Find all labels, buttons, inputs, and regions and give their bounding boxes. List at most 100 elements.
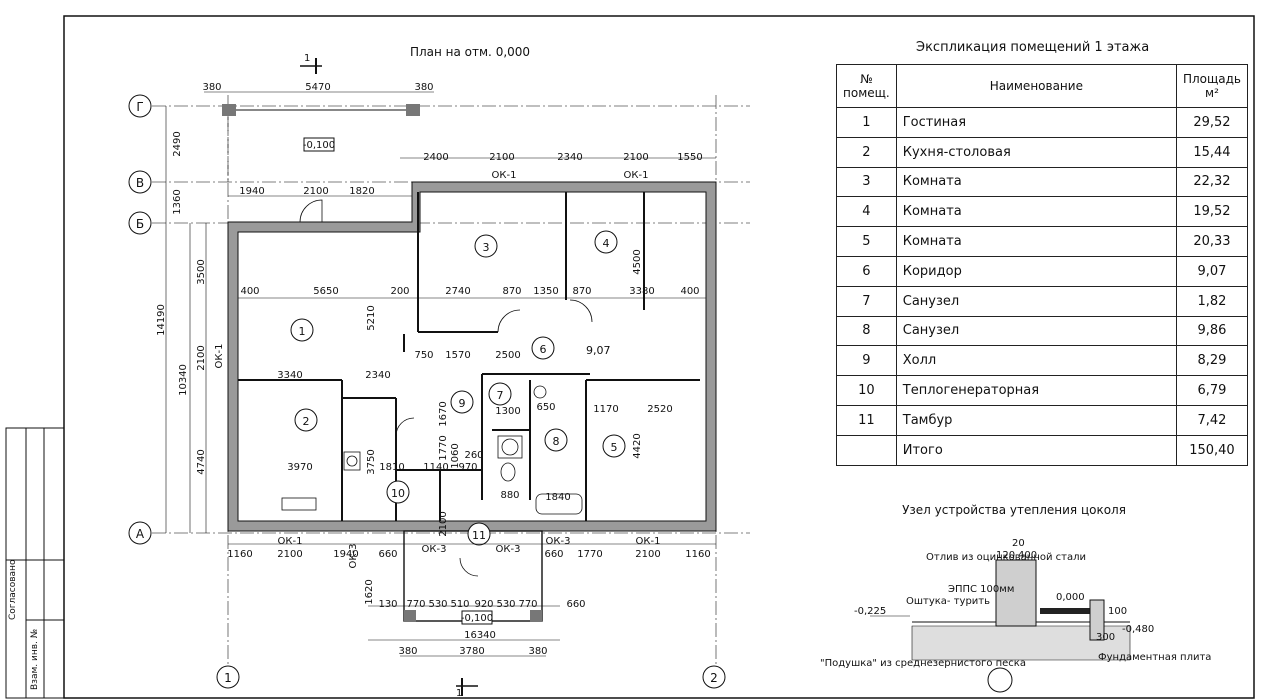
room-name-cell: Комната <box>895 166 1177 198</box>
fixtures <box>281 385 583 515</box>
dimension-inner: 1300 <box>495 406 520 417</box>
room-num-cell: 3 <box>836 166 897 198</box>
dimension-text: 1940 <box>333 549 358 560</box>
room-name-cell: Гостиная <box>895 107 1177 138</box>
dimension-inner: 1140 <box>423 462 448 473</box>
room-area-cell: 20,33 <box>1175 226 1249 257</box>
dimension-left-part: 2100 <box>196 345 207 370</box>
dimension-text: 380 <box>202 82 221 93</box>
room-bubble <box>544 428 568 452</box>
interior-walls <box>238 192 700 521</box>
dimension-inner: 1570 <box>445 350 470 361</box>
dimension-inner: 1840 <box>545 492 570 503</box>
room-bubble <box>467 522 491 546</box>
dimension-text: 2100 <box>635 549 660 560</box>
room-num-cell: 9 <box>836 345 897 377</box>
dimension-text: 1350 <box>533 286 558 297</box>
detail-flashing: Отлив из оцинкованной стали <box>926 552 1086 563</box>
room-area-cell: 9,07 <box>1175 255 1249 287</box>
room-num-cell: 2 <box>836 136 897 168</box>
detail-dim-3: 100 <box>1108 606 1127 617</box>
window-label: ОК-1 <box>278 536 303 547</box>
terrace-level: -0,100 <box>303 140 335 151</box>
dimension-inner: 1620 <box>364 579 375 604</box>
room-area-cell: 8,29 <box>1175 345 1249 377</box>
dimension-text: 2340 <box>557 152 582 163</box>
dimension-text: 1160 <box>227 549 252 560</box>
dimension-text: 530 <box>496 599 515 610</box>
dimension-text: 380 <box>398 646 417 657</box>
header-area: Площадь м² <box>1175 64 1249 108</box>
room-number: 3 <box>483 241 490 254</box>
plan-title: План на отм. 0,000 <box>410 45 530 59</box>
explication-title: Экспликация помещений 1 этажа <box>916 40 1150 55</box>
room-bubble <box>290 318 314 342</box>
room-number: 6 <box>540 343 547 356</box>
total-cell: Итого <box>895 434 1177 466</box>
detail-title: Узел устройства утепления цоколя <box>902 503 1126 517</box>
stamp-agreed: Согласовано <box>8 559 18 620</box>
room-area-cell: 22,32 <box>1175 166 1249 198</box>
dimension-left-part: 3500 <box>196 259 207 284</box>
dimension-text: 380 <box>528 646 547 657</box>
dimension-text: 3380 <box>629 286 654 297</box>
dimension-inner: 2500 <box>495 350 520 361</box>
detail-level-0: 0,000 <box>1056 592 1085 603</box>
dimension-lines <box>165 91 716 657</box>
room-num-cell: 10 <box>836 375 897 406</box>
dimension-text: 660 <box>566 599 585 610</box>
dimension-text: 5650 <box>313 286 338 297</box>
dimension-text: 2100 <box>277 549 302 560</box>
section-mark-bottom: 1 <box>456 688 462 699</box>
room-bubble <box>602 434 626 458</box>
room-number: 2 <box>303 415 310 428</box>
dimension-inner: 2520 <box>647 404 672 415</box>
axis-1: 1 <box>224 671 232 685</box>
room-number: 4 <box>603 237 610 250</box>
dimension-text: 1160 <box>685 549 710 560</box>
dimension-inner: 880 <box>500 490 519 501</box>
header-name: Наименование <box>895 64 1177 108</box>
detail-dim-4: 300 <box>1096 632 1115 643</box>
dimension-text: 510 <box>450 599 469 610</box>
room-number: 10 <box>391 487 405 500</box>
dimension-text: 2740 <box>445 286 470 297</box>
room-bubble <box>386 480 410 504</box>
dimension-inner: 2340 <box>365 370 390 381</box>
dimension-text: 200 <box>390 286 409 297</box>
detail-plaster: Оштука- турить <box>906 596 990 607</box>
room-bubble <box>531 336 555 360</box>
dimension-text: 3780 <box>459 646 484 657</box>
dimension-inner: 1810 <box>379 462 404 473</box>
porch: -0,100 <box>403 530 543 625</box>
dimension-left-part: 4740 <box>196 449 207 474</box>
terrace: -0,100 <box>222 104 420 182</box>
room-number: 1 <box>299 325 306 338</box>
dimension-inner: 1770 <box>438 435 449 460</box>
room-area-cell: 29,52 <box>1175 107 1249 138</box>
dimension-text: 1550 <box>677 152 702 163</box>
detail-dim-2: 400 <box>1018 550 1037 561</box>
room-name-cell: Комната <box>895 196 1177 228</box>
total-cell <box>836 434 897 466</box>
room-area-cell: 19,52 <box>1175 196 1249 228</box>
dimension-inner: 1170 <box>593 404 618 415</box>
room-num-cell: 11 <box>836 404 897 436</box>
room-num-cell: 6 <box>836 255 897 287</box>
room-bubble <box>488 382 512 406</box>
dimension-text: 2400 <box>423 152 448 163</box>
dimension-text: 770 <box>406 599 425 610</box>
dimension-left-inner: 10340 <box>178 364 189 396</box>
dimension-text: 1770 <box>577 549 602 560</box>
